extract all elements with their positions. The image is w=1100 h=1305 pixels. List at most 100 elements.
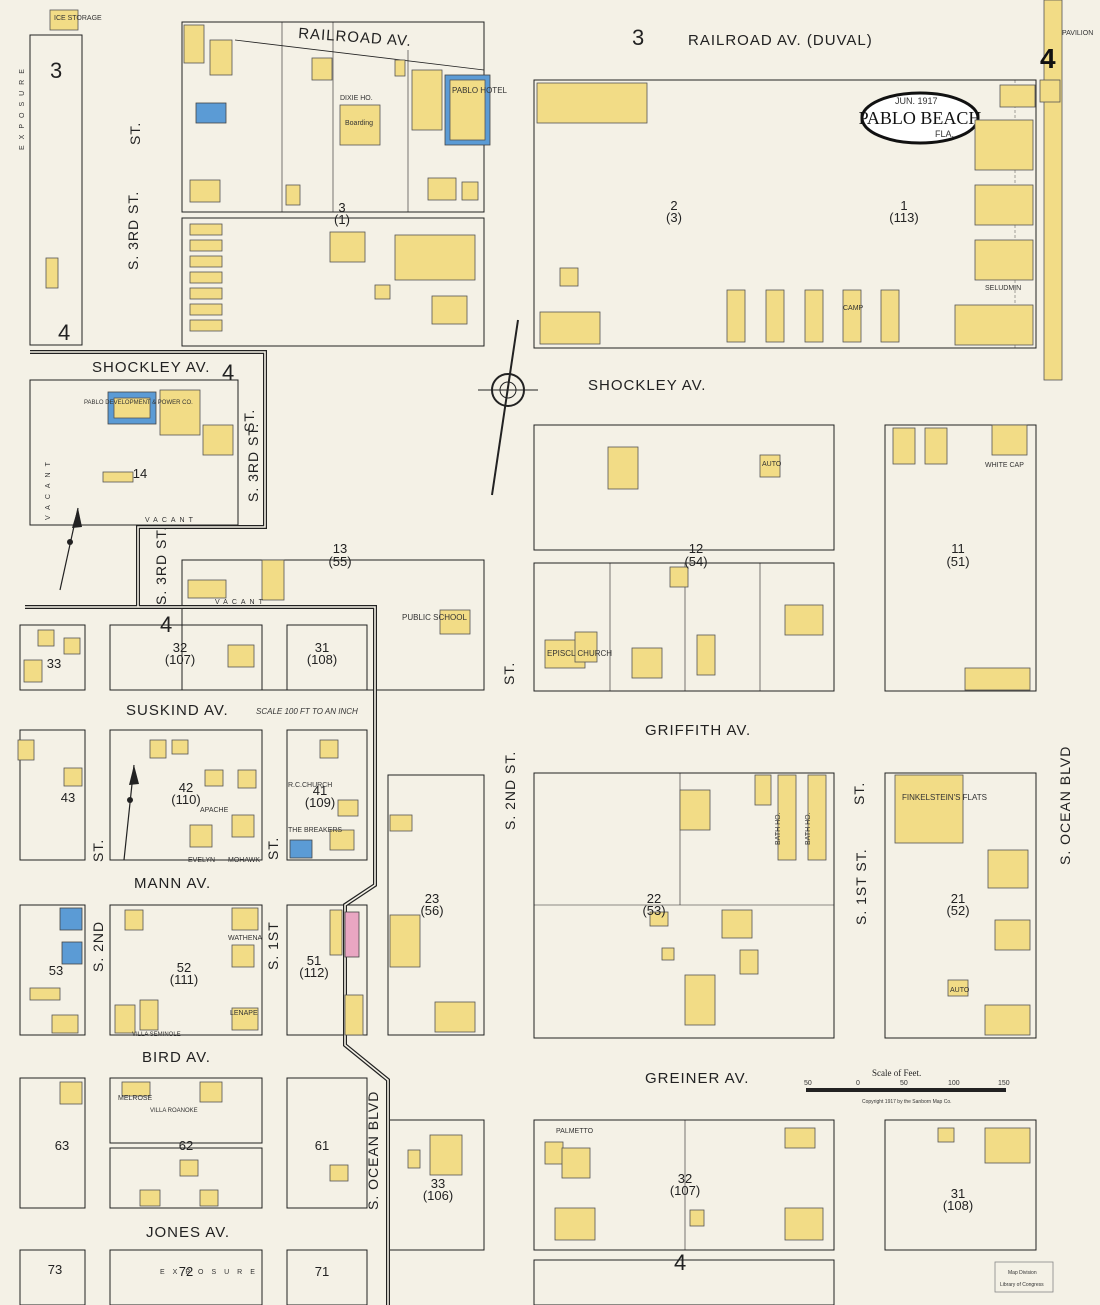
adjoining-sheet-number: 4 — [222, 360, 234, 385]
street-bird-av: BIRD AV. — [142, 1049, 211, 1066]
street-s-3rd-st: S. 3RD ST. — [153, 526, 169, 605]
label-boarding: Boarding — [345, 120, 373, 127]
street-mann-av: MANN AV. — [134, 875, 211, 892]
building — [189, 287, 223, 300]
building — [389, 914, 421, 968]
building — [61, 941, 83, 965]
building — [394, 59, 406, 77]
building — [754, 774, 772, 806]
building — [183, 24, 205, 64]
sheet-boundary-line-inner — [25, 351, 389, 1305]
label-vacant: VACANT — [45, 456, 52, 520]
label-dixie-ho: DIXIE HO. — [340, 95, 373, 102]
block-number: 53 — [49, 963, 63, 978]
building — [607, 446, 639, 490]
block-number: 31 — [315, 640, 329, 655]
block-number: (111) — [170, 972, 198, 987]
building — [937, 1127, 955, 1143]
block-outlines — [19, 21, 1037, 1305]
label-bath-ho: BATH HO. — [805, 812, 812, 845]
block-number: (51) — [946, 554, 969, 569]
block-outline — [109, 624, 263, 691]
block-outline — [884, 772, 1037, 1039]
building — [539, 311, 601, 345]
building — [461, 181, 479, 201]
building — [189, 824, 213, 848]
building — [237, 769, 257, 789]
block-number: (56) — [420, 903, 443, 918]
building — [561, 1147, 591, 1179]
building — [784, 1127, 816, 1149]
building — [209, 39, 233, 76]
label-auto: AUTO — [950, 987, 970, 994]
building — [189, 255, 223, 268]
building — [179, 1159, 199, 1177]
building — [37, 629, 55, 647]
block-number: 13 — [333, 541, 347, 556]
block-outline — [181, 217, 485, 347]
label-white-cap: WHITE CAP — [985, 462, 1024, 469]
building — [649, 911, 669, 927]
stamp-line: Library of Congress — [1000, 1282, 1044, 1288]
building — [189, 271, 223, 284]
label-auto: AUTO — [762, 461, 782, 468]
scale-bar-fill — [806, 1088, 1006, 1092]
label-rc-church: R.C.CHURCH — [288, 782, 332, 789]
block-outline — [533, 1259, 835, 1305]
building — [344, 994, 364, 1036]
block-number: 51 — [307, 953, 321, 968]
building — [726, 289, 746, 343]
building — [159, 389, 201, 436]
building — [394, 234, 476, 281]
building — [431, 295, 468, 325]
block-outline — [19, 1077, 86, 1209]
building — [554, 1207, 596, 1241]
title-date: JUN. 1917 — [895, 96, 938, 106]
building — [804, 289, 824, 343]
building — [344, 911, 360, 958]
street-griffith-av: GRIFFITH AV. — [645, 722, 751, 739]
label-ice-storage: ICE STORAGE — [54, 15, 102, 22]
building — [63, 637, 81, 655]
building — [63, 767, 83, 787]
building — [994, 919, 1031, 951]
building — [319, 739, 339, 759]
block-number: 1 — [900, 198, 907, 213]
building — [231, 907, 259, 931]
building — [199, 1081, 223, 1103]
building — [892, 427, 916, 465]
label-vacant: VACANT — [145, 517, 197, 524]
street-s-1st: S. 1ST — [265, 921, 281, 970]
building — [285, 184, 301, 206]
adjoining-sheet-number: 4 — [674, 1250, 686, 1275]
building — [984, 1127, 1031, 1164]
block-number: 62 — [179, 1138, 193, 1153]
scale-bar: Scale of Feet. 50 0 50 100 150 Copyright… — [804, 1068, 1010, 1105]
block-number: 11 — [951, 541, 965, 556]
block-number: (113) — [889, 210, 918, 225]
building — [679, 789, 711, 831]
building — [329, 1164, 349, 1182]
building — [947, 979, 969, 997]
building — [924, 427, 948, 465]
building — [987, 849, 1029, 889]
building — [411, 69, 443, 131]
block-number: 41 — [313, 783, 327, 798]
building — [765, 289, 785, 343]
street-st: ST. — [90, 839, 106, 862]
building — [202, 424, 234, 456]
scale-tick: 0 — [856, 1080, 860, 1087]
label-lenape: LENAPE — [230, 1010, 258, 1017]
label-exposure: EXPOSURE — [160, 1269, 263, 1276]
sheet-number: 4 — [1040, 43, 1056, 74]
street-st: ST. — [127, 122, 143, 145]
building — [696, 634, 716, 676]
block-outline — [286, 624, 368, 691]
block-number: 2 — [670, 198, 677, 213]
block-number: (106) — [423, 1188, 453, 1203]
scale-tick: 100 — [948, 1080, 960, 1087]
building — [689, 1209, 705, 1227]
building — [329, 829, 355, 851]
building — [17, 739, 35, 761]
block-outline — [286, 729, 368, 861]
